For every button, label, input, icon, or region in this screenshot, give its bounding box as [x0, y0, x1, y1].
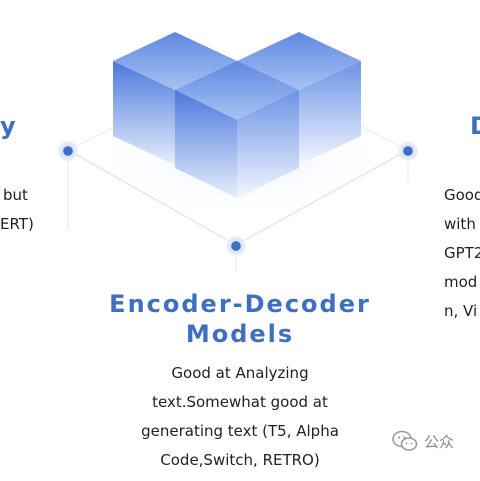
right-panel-line: Good	[444, 186, 480, 204]
center-panel-line: generating text (T5, Alpha	[141, 422, 339, 440]
right-panel-heading: D	[470, 112, 480, 140]
wechat-icon	[392, 430, 418, 451]
right-panel-line: n, Vi	[444, 302, 478, 320]
right-panel-line: with	[444, 215, 476, 233]
center-panel-title: Models	[185, 320, 295, 348]
center-panel-title: Encoder-Decoder	[109, 290, 371, 318]
watermark-text: 公众	[424, 432, 455, 451]
watermark: 公众	[392, 430, 454, 452]
center-panel-line: Good at Analyzing	[171, 364, 309, 382]
node-center-icon	[226, 236, 246, 256]
left-panel-line: but	[3, 186, 28, 204]
node-left-icon	[58, 141, 78, 161]
center-panel-line: text.Somewhat good at	[152, 393, 328, 411]
node-right-icon	[398, 141, 418, 161]
cube-front	[175, 61, 299, 198]
center-panel-line: Code,Switch, RETRO)	[160, 451, 320, 469]
left-panel-heading: y	[0, 112, 16, 140]
left-panel-line: ERT)	[0, 215, 34, 233]
right-panel-line: GPT2	[444, 244, 480, 262]
right-panel-line: mod	[444, 273, 478, 291]
